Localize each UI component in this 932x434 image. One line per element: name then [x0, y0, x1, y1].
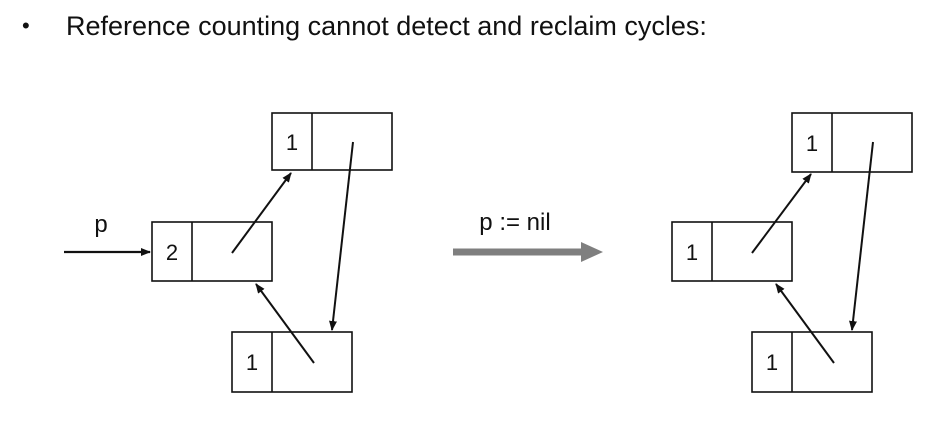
transition-arrow-head	[581, 242, 603, 262]
before-middle-count: 2	[166, 240, 178, 265]
before-bottom-node: 1	[231, 331, 353, 393]
after-middle-to-top-arrow	[751, 173, 812, 254]
before-diagram: 1 2 1 p	[64, 112, 393, 393]
before-top-node: 1	[271, 112, 393, 171]
after-top-to-bottom-arrow	[849, 141, 874, 331]
bullet-dot: •	[22, 13, 30, 38]
after-bottom-to-middle-arrow	[775, 283, 835, 364]
before-top-to-bottom-arrow	[329, 141, 354, 331]
after-top-count: 1	[806, 131, 818, 156]
bullet-line: • Reference counting cannot detect and r…	[22, 8, 707, 44]
after-diagram: 1 1 1	[671, 112, 913, 393]
after-middle-node: 1	[671, 221, 793, 282]
before-top-count: 1	[286, 130, 298, 155]
after-top-node: 1	[791, 112, 913, 173]
transition-label: p := nil	[479, 209, 550, 236]
after-bottom-node: 1	[751, 331, 873, 393]
before-bottom-count: 1	[246, 350, 258, 375]
transition: p := nil	[453, 209, 603, 262]
before-middle-node: 2	[151, 221, 273, 282]
pointer-label: p	[94, 211, 107, 238]
after-bottom-count: 1	[766, 350, 778, 375]
before-middle-to-top-arrow	[231, 172, 292, 254]
before-bottom-to-middle-arrow	[255, 283, 315, 364]
bullet-text: Reference counting cannot detect and rec…	[66, 11, 707, 41]
after-middle-count: 1	[686, 240, 698, 265]
